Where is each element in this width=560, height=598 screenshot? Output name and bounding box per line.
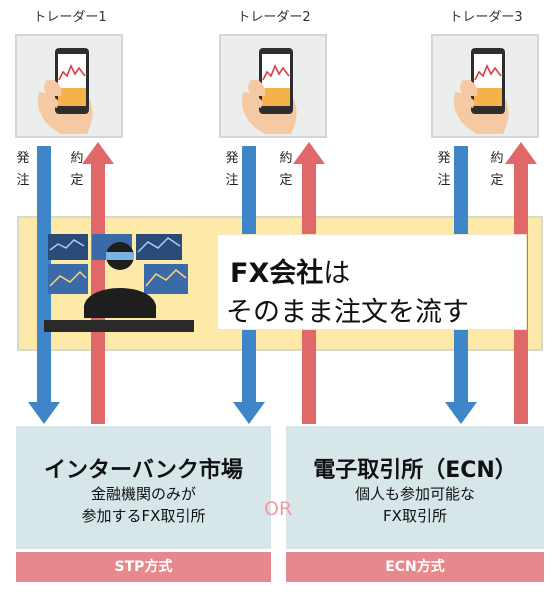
fx-company-statement-box <box>218 235 526 329</box>
ecn-market-title: 電子取引所（ECN） <box>313 458 517 483</box>
trader-3-card <box>431 34 539 138</box>
order-label-2-line1: 発 <box>225 151 239 166</box>
execution-label-2-line2: 定 <box>279 173 293 188</box>
ecn-market-box: 電子取引所（ECN） 個人も参加可能な FX取引所 <box>286 426 544 549</box>
trader-2-label: トレーダー2 <box>237 10 311 25</box>
smartphone-chart-icon <box>453 48 509 134</box>
ecn-method-label: ECN方式 <box>286 552 544 582</box>
stp-method-label: STP方式 <box>16 552 271 582</box>
interbank-market-description-line2: 参加するFX取引所 <box>81 507 206 525</box>
interbank-market-box: インターバンク市場 金融機関のみが 参加するFX取引所 <box>16 426 271 549</box>
ecn-market-description-line1: 個人も参加可能な <box>354 485 475 503</box>
fx-company-particle: は <box>323 258 351 289</box>
trader-1-label: トレーダー1 <box>33 10 107 25</box>
fx-company-name: FX会社 <box>230 258 324 289</box>
trader-2-card <box>219 34 327 138</box>
trader-3-label: トレーダー3 <box>449 10 523 25</box>
trader-1-card <box>15 34 123 138</box>
dealer-monitors-icon <box>44 234 194 332</box>
interbank-market-description: 金融機関のみが 参加するFX取引所 <box>16 483 271 527</box>
execution-label-2-line1: 約 <box>279 151 293 166</box>
fx-company-statement-line1: FX会社は <box>230 251 350 290</box>
order-label-3-line2: 注 <box>437 173 451 188</box>
execution-label-3-line2: 定 <box>490 173 504 188</box>
execution-label-1-line2: 定 <box>70 173 84 188</box>
order-label-1-line2: 注 <box>16 173 30 188</box>
interbank-market-title: インターバンク市場 <box>44 458 243 483</box>
interbank-market-description-line1: 金融機関のみが <box>90 485 196 503</box>
ecn-market-description-line2: FX取引所 <box>383 507 447 525</box>
execution-label-1-line1: 約 <box>70 151 84 166</box>
order-arrow-1 <box>28 146 60 424</box>
fx-company-statement-line2: そのまま注文を流す <box>226 297 469 328</box>
execution-label-3-line1: 約 <box>490 151 504 166</box>
order-label-2-line2: 注 <box>225 173 239 188</box>
order-label-1-line1: 発 <box>16 151 30 166</box>
smartphone-chart-icon <box>37 48 93 134</box>
or-label: OR <box>264 498 293 520</box>
smartphone-chart-icon <box>241 48 297 134</box>
order-label-3-line1: 発 <box>437 151 451 166</box>
ecn-market-description: 個人も参加可能な FX取引所 <box>286 483 544 527</box>
